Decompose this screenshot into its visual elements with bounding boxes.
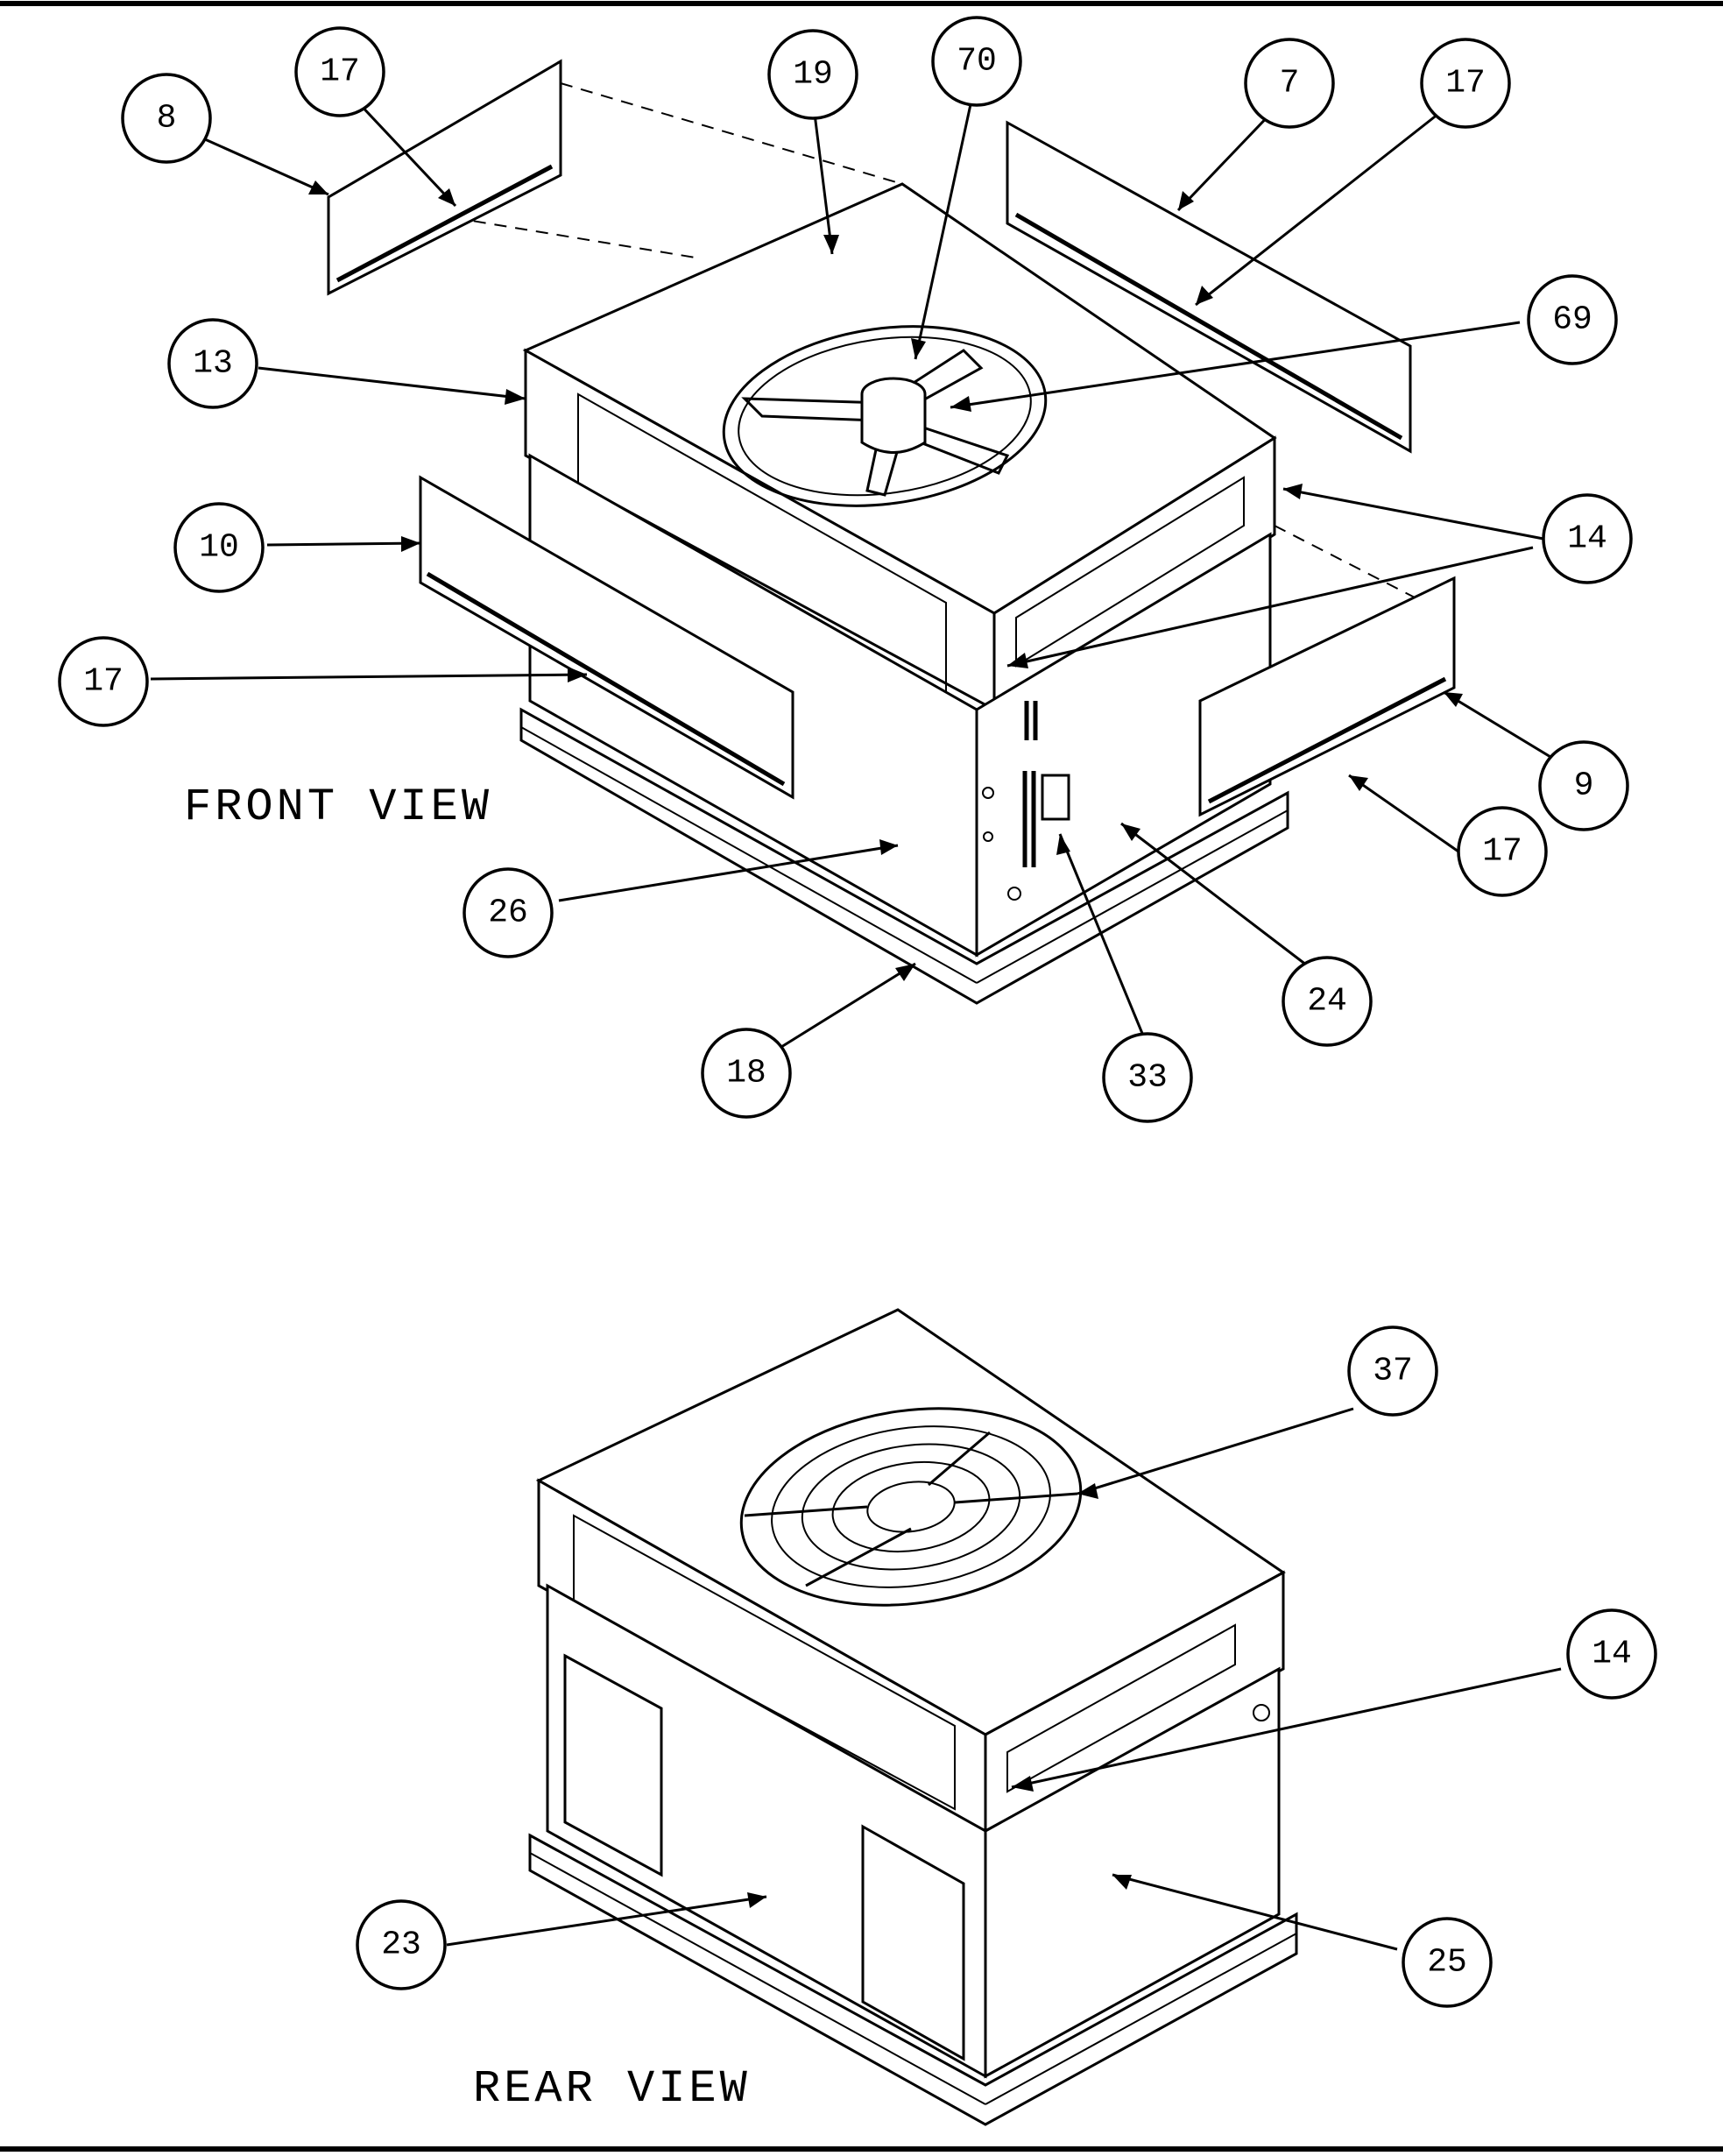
- leader-lines: [150, 95, 1562, 1951]
- svg-text:26: 26: [488, 894, 528, 932]
- panel-9: [1198, 576, 1456, 817]
- svg-text:13: 13: [193, 345, 233, 383]
- front-knockout-3: [1007, 887, 1021, 901]
- callout-bubbles: 8 17 19 70 7 17 69 13 14 10 17 9 17 26 2…: [58, 16, 1657, 2008]
- front-upper-right-face: [992, 435, 1276, 712]
- rear-coil-opening-right: [1006, 1623, 1236, 1793]
- callout-25: 25: [1402, 1917, 1493, 2008]
- svg-text:17: 17: [83, 663, 124, 701]
- front-view-label: FRONT VIEW: [184, 781, 492, 833]
- front-knockout-2: [983, 831, 993, 842]
- front-lower-right-face: [975, 532, 1272, 958]
- rear-upper-right-face: [984, 1570, 1285, 1834]
- front-fan-blades: [741, 349, 1010, 497]
- svg-text:17: 17: [320, 53, 360, 91]
- callout-8: 8: [121, 73, 212, 164]
- rear-view-unit: [528, 1308, 1298, 2126]
- rear-duct-opening-left: [563, 1653, 663, 1877]
- leader-arrowheads: [308, 180, 1463, 1908]
- callout-17-right: 17: [1457, 806, 1548, 897]
- rear-coil-opening-left: [573, 1514, 956, 1811]
- callout-70: 70: [931, 16, 1022, 107]
- panel-7: [1006, 120, 1412, 454]
- svg-text:25: 25: [1427, 1944, 1467, 1982]
- callout-18: 18: [701, 1028, 792, 1119]
- callout-7: 7: [1244, 38, 1335, 129]
- callout-23: 23: [356, 1899, 447, 1990]
- svg-text:17: 17: [1482, 833, 1522, 871]
- callout-14-front: 14: [1542, 493, 1633, 584]
- callout-17-top-left: 17: [294, 26, 385, 117]
- svg-text:9: 9: [1574, 767, 1594, 805]
- svg-text:69: 69: [1552, 301, 1592, 339]
- svg-text:8: 8: [157, 100, 177, 138]
- front-base-edge: [520, 726, 978, 984]
- front-fan-motor-body: [860, 394, 927, 454]
- svg-text:7: 7: [1280, 65, 1300, 102]
- rear-base-edge-2: [985, 1933, 1297, 2105]
- front-vent-louvers: [1022, 701, 1038, 867]
- front-knockout-1: [982, 787, 994, 799]
- front-control-box: [1041, 774, 1070, 821]
- callout-24: 24: [1282, 956, 1373, 1047]
- svg-text:14: 14: [1567, 520, 1607, 558]
- callout-13: 13: [167, 318, 258, 409]
- front-base-edge-2: [976, 809, 1289, 984]
- svg-text:33: 33: [1127, 1059, 1168, 1097]
- callout-17-top-right: 17: [1420, 38, 1511, 129]
- callout-33: 33: [1102, 1032, 1193, 1123]
- rear-lower-right-face: [984, 1666, 1281, 2079]
- front-guide-top-left: [560, 82, 903, 185]
- rear-base-edge: [529, 1852, 986, 2105]
- panel-8: [327, 59, 562, 296]
- svg-text:70: 70: [957, 43, 997, 81]
- front-coil-opening-right: [1015, 476, 1245, 668]
- front-base-rail: [519, 707, 1289, 1005]
- rear-fan-guard: [739, 1407, 1083, 1607]
- rear-duct-opening-right: [861, 1824, 965, 2061]
- svg-text:37: 37: [1373, 1353, 1413, 1390]
- svg-text:24: 24: [1307, 983, 1347, 1021]
- panel-10: [419, 475, 794, 800]
- svg-text:14: 14: [1592, 1636, 1632, 1673]
- callout-19: 19: [767, 29, 858, 120]
- rear-knockout: [1253, 1704, 1270, 1721]
- svg-text:18: 18: [726, 1055, 766, 1092]
- rear-base-rail: [528, 1833, 1298, 2126]
- callout-17-front-left: 17: [58, 636, 149, 727]
- svg-text:17: 17: [1445, 65, 1486, 102]
- callout-37: 37: [1347, 1325, 1438, 1417]
- svg-text:23: 23: [381, 1926, 421, 1964]
- callout-10: 10: [173, 502, 265, 593]
- callout-26: 26: [463, 867, 554, 958]
- callout-69: 69: [1527, 274, 1618, 365]
- svg-text:19: 19: [793, 56, 833, 94]
- callout-14-rear: 14: [1566, 1608, 1657, 1700]
- rear-view-label: REAR VIEW: [473, 2063, 751, 2115]
- svg-text:10: 10: [199, 529, 239, 567]
- callout-9: 9: [1538, 740, 1629, 831]
